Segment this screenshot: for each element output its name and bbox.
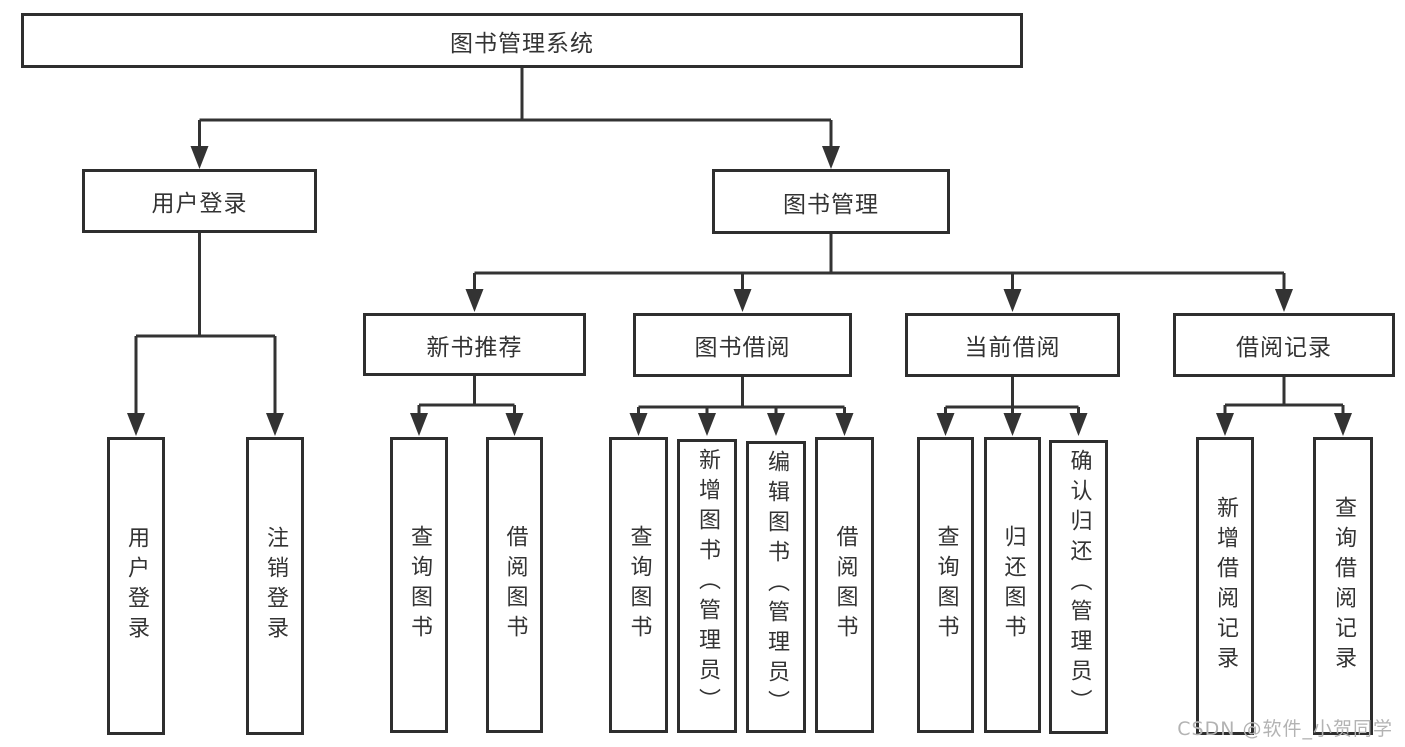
leaf-borrow-books: 借阅图书: [815, 437, 874, 733]
leaf-return-books-label: 归还图书: [1000, 525, 1026, 645]
leaf-query-books-borrow-label: 查询图书: [626, 525, 652, 645]
arrow-icon: [822, 146, 840, 169]
node-new-book-recommend: 新书推荐: [363, 313, 586, 376]
leaf-logout-label: 注销登录: [263, 526, 288, 646]
node-system-root: 图书管理系统: [21, 13, 1023, 68]
leaf-add-books-admin: 新增图书（管理员）: [677, 439, 737, 733]
leaf-add-borrow-record-label: 新增借阅记录: [1213, 496, 1238, 676]
arrow-icon: [410, 413, 428, 436]
arrow-icon: [465, 289, 484, 312]
leaf-borrow-books-recommend: 借阅图书: [486, 437, 543, 733]
leaf-query-borrow-record: 查询借阅记录: [1313, 437, 1373, 735]
arrow-icon: [1334, 413, 1352, 436]
arrow-icon: [1003, 413, 1022, 436]
node-borrow-records-label: 借阅记录: [1236, 335, 1332, 361]
arrow-icon: [1003, 289, 1022, 312]
csdn-watermark: CSDN @软件_小贺同学: [1177, 718, 1393, 740]
connector-bookborrow-to-leaves: [637, 377, 846, 414]
leaf-borrow-books-recommend-label: 借阅图书: [502, 525, 528, 645]
arrow-icon: [767, 413, 785, 436]
node-borrow-records: 借阅记录: [1173, 313, 1395, 377]
leaf-user-login: 用户登录: [107, 437, 165, 735]
connector-newbook-to-leaves: [417, 376, 516, 414]
node-system-root-label: 图书管理系统: [450, 30, 594, 57]
node-user-login-label: 用户登录: [151, 191, 248, 217]
connector-root-to-level2: [198, 68, 833, 147]
leaf-user-login-label: 用户登录: [124, 526, 149, 646]
arrow-icon: [1275, 289, 1293, 312]
leaf-edit-books-admin-label: 编辑图书（管理员）: [764, 450, 789, 720]
leaf-logout: 注销登录: [246, 437, 304, 735]
arrow-icon: [266, 413, 284, 436]
node-book-borrow-label: 图书借阅: [694, 335, 791, 361]
leaf-confirm-return-admin: 确认归还（管理员）: [1049, 440, 1108, 734]
node-book-borrow: 图书借阅: [633, 313, 852, 377]
arrow-icon: [190, 146, 209, 169]
arrow-icon: [698, 413, 716, 436]
connector-currentborrow-to-leaves: [944, 377, 1080, 414]
node-new-book-recommend-label: 新书推荐: [426, 334, 523, 361]
arrow-icon: [835, 413, 854, 436]
leaf-query-books-current-label: 查询图书: [933, 525, 959, 645]
arrow-icon: [1069, 413, 1088, 436]
leaf-query-books-current: 查询图书: [917, 437, 974, 733]
node-current-borrow: 当前借阅: [905, 313, 1120, 377]
node-user-login: 用户登录: [82, 169, 317, 233]
arrow-icon: [629, 413, 648, 436]
node-book-management-label: 图书管理: [783, 191, 879, 218]
node-book-management: 图书管理: [712, 169, 950, 234]
connector-userlogin-to-leaves: [134, 233, 277, 414]
arrow-icon: [1216, 413, 1234, 436]
arrow-icon: [733, 289, 752, 312]
connector-records-to-leaves: [1223, 377, 1345, 414]
leaf-return-books: 归还图书: [984, 437, 1041, 733]
leaf-query-borrow-record-label: 查询借阅记录: [1331, 496, 1356, 676]
arrow-icon: [505, 413, 524, 436]
node-current-borrow-label: 当前借阅: [964, 335, 1061, 361]
connector-bookmgmt-to-level3: [473, 234, 1286, 290]
arrow-icon: [127, 413, 145, 436]
leaf-borrow-books-label: 借阅图书: [832, 525, 858, 645]
arrow-icon: [936, 413, 955, 436]
leaf-query-books-recommend-label: 查询图书: [407, 525, 432, 645]
leaf-edit-books-admin: 编辑图书（管理员）: [746, 441, 806, 733]
leaf-query-books-borrow: 查询图书: [609, 437, 668, 733]
leaf-add-books-admin-label: 新增图书（管理员）: [695, 448, 720, 718]
leaf-add-borrow-record: 新增借阅记录: [1196, 437, 1254, 735]
leaf-confirm-return-admin-label: 确认归还（管理员）: [1066, 449, 1092, 719]
leaf-query-books-recommend: 查询图书: [390, 437, 448, 733]
